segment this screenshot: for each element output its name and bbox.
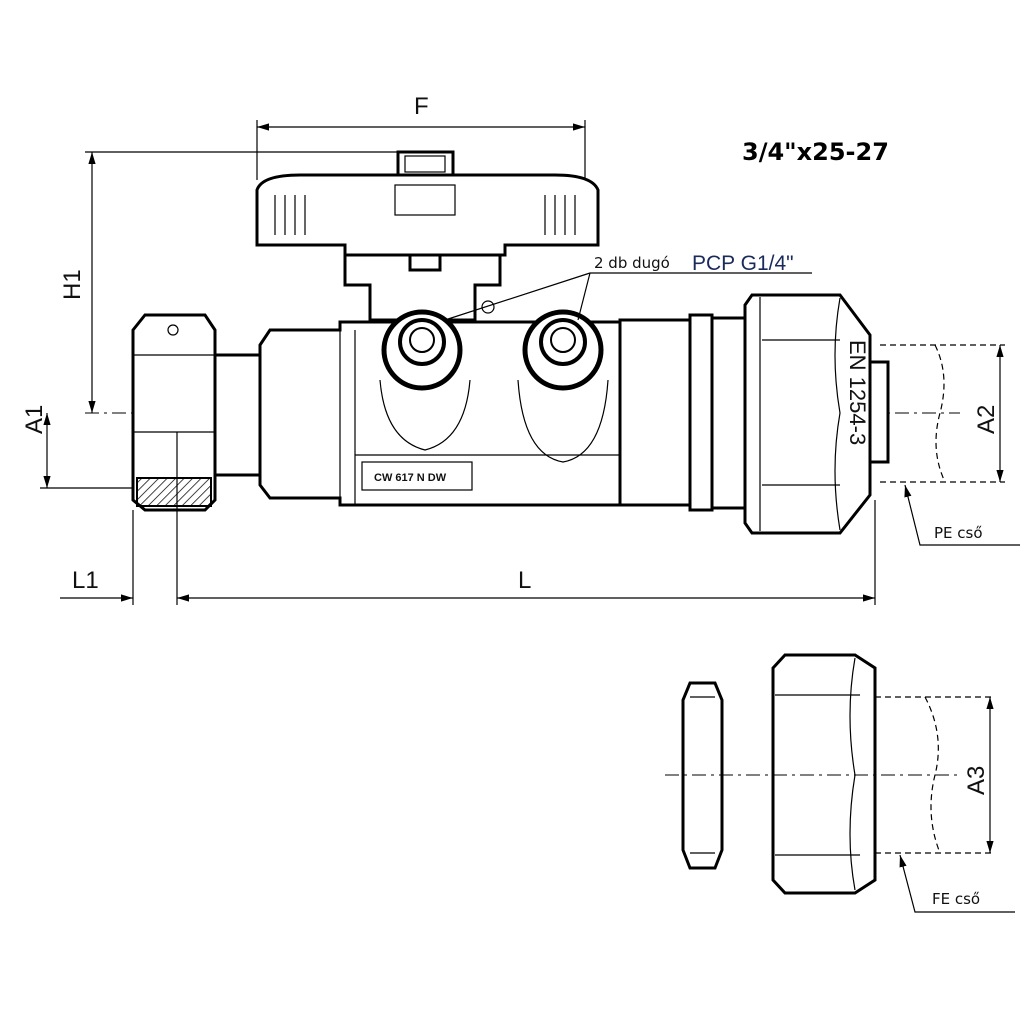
dim-label-A3: A3 (963, 766, 990, 795)
standard-stamp: EN 1254-3 (845, 340, 870, 445)
valve-body: CW 617 N DW (258, 309, 747, 512)
plug-right (522, 309, 604, 391)
fe-adapter-detail: A3 FE cső (665, 653, 1015, 913)
pe-pipe: A2 PE cső (880, 344, 1020, 546)
plug-count-label: 2 db dugó (594, 254, 670, 272)
handle (255, 150, 600, 322)
dim-label-L1: L1 (72, 567, 99, 594)
dim-label-L: L (518, 567, 531, 594)
pe-pipe-label: PE cső (934, 524, 983, 542)
dim-label-H1: H1 (59, 269, 86, 300)
fe-pipe-label: FE cső (932, 890, 980, 908)
dim-label-F: F (414, 93, 429, 120)
material-stamp: CW 617 N DW (374, 472, 447, 484)
dimension-A1: A1 (21, 405, 140, 489)
plug-type-label: PCP G1/4" (692, 252, 794, 275)
dimension-H1: H1 (59, 151, 410, 413)
dimension-L: L1 L (60, 432, 876, 605)
dim-label-A2: A2 (973, 405, 1000, 434)
plug-left (381, 309, 463, 391)
right-compression-nut: EN 1254-3 (743, 293, 890, 535)
dim-label-A1: A1 (21, 405, 48, 434)
left-union-nut (131, 313, 262, 512)
dimension-F: F (256, 93, 586, 180)
plug-callout: 2 db dugó PCP G1/4" (444, 252, 812, 321)
product-size-title: 3/4"x25-27 (742, 138, 889, 166)
